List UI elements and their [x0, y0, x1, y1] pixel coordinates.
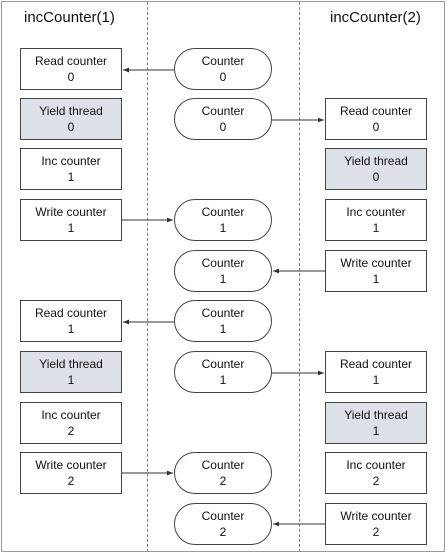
- counter-label: Counter: [201, 306, 245, 320]
- counter-state: Counter 1: [174, 199, 272, 241]
- right-step-value: 1: [372, 373, 380, 387]
- right-step-yield-thread: Yield thread 1: [325, 402, 427, 444]
- right-step-label: Yield thread: [344, 408, 408, 422]
- counter-state: Counter 0: [174, 98, 272, 140]
- counter-state: Counter 1: [174, 351, 272, 393]
- counter-value: 2: [219, 525, 227, 539]
- counter-value: 1: [219, 221, 227, 235]
- right-step-inc-counter: Inc counter 1: [325, 199, 427, 241]
- left-step-label: Yield thread: [39, 104, 103, 118]
- right-step-inc-counter: Inc counter 2: [325, 452, 427, 494]
- right-step-label: Read counter: [339, 104, 413, 118]
- right-step-yield-thread: Yield thread 0: [325, 148, 427, 190]
- counter-label: Counter: [201, 357, 245, 371]
- counter-state: Counter 1: [174, 300, 272, 342]
- left-step-label: Inc counter: [41, 408, 101, 422]
- lane-divider-right: [299, 2, 300, 552]
- right-step-value: 2: [372, 525, 380, 539]
- right-step-label: Inc counter: [346, 458, 406, 472]
- left-step-label: Read counter: [34, 54, 108, 68]
- counter-label: Counter: [201, 256, 245, 270]
- left-step-read-counter: Read counter 1: [20, 300, 122, 342]
- counter-label: Counter: [201, 458, 245, 472]
- left-step-value: 1: [67, 170, 75, 184]
- right-step-label: Read counter: [339, 357, 413, 371]
- right-step-label: Inc counter: [346, 205, 406, 219]
- left-lane-title: incCounter(1): [24, 9, 115, 26]
- left-step-value: 1: [67, 221, 75, 235]
- counter-label: Counter: [201, 205, 245, 219]
- left-step-inc-counter: Inc counter 1: [20, 148, 122, 190]
- right-step-label: Yield thread: [344, 154, 408, 168]
- left-step-write-counter: Write counter 2: [20, 452, 122, 494]
- counter-value: 2: [219, 474, 227, 488]
- left-step-yield-thread: Yield thread 0: [20, 98, 122, 140]
- left-step-inc-counter: Inc counter 2: [20, 402, 122, 444]
- counter-state: Counter 2: [174, 452, 272, 494]
- right-step-write-counter: Write counter 2: [325, 503, 427, 545]
- right-step-label: Write counter: [340, 256, 412, 270]
- counter-state: Counter 2: [174, 503, 272, 545]
- counter-state: Counter 0: [174, 48, 272, 90]
- right-step-value: 0: [372, 170, 380, 184]
- counter-label: Counter: [201, 104, 245, 118]
- right-step-read-counter: Read counter 0: [325, 98, 427, 140]
- counter-value: 1: [219, 373, 227, 387]
- left-step-write-counter: Write counter 1: [20, 199, 122, 241]
- right-step-write-counter: Write counter 1: [325, 250, 427, 292]
- left-step-value: 1: [67, 322, 75, 336]
- lane-divider-left: [147, 2, 148, 552]
- right-step-value: 2: [372, 474, 380, 488]
- right-step-value: 0: [372, 120, 380, 134]
- right-step-label: Write counter: [340, 509, 412, 523]
- counter-value: 1: [219, 272, 227, 286]
- left-step-value: 0: [67, 120, 75, 134]
- right-step-value: 1: [372, 424, 380, 438]
- right-step-read-counter: Read counter 1: [325, 351, 427, 393]
- left-step-label: Yield thread: [39, 357, 103, 371]
- left-step-value: 0: [67, 70, 75, 84]
- left-step-label: Read counter: [34, 306, 108, 320]
- counter-value: 0: [219, 120, 227, 134]
- left-step-read-counter: Read counter 0: [20, 48, 122, 90]
- counter-label: Counter: [201, 54, 245, 68]
- left-step-label: Write counter: [35, 458, 107, 472]
- counter-label: Counter: [201, 509, 245, 523]
- left-step-value: 1: [67, 373, 75, 387]
- left-step-value: 2: [67, 474, 75, 488]
- counter-value: 0: [219, 70, 227, 84]
- right-step-value: 1: [372, 272, 380, 286]
- right-step-value: 1: [372, 221, 380, 235]
- left-step-value: 2: [67, 424, 75, 438]
- counter-value: 1: [219, 322, 227, 336]
- left-step-label: Write counter: [35, 205, 107, 219]
- left-step-label: Inc counter: [41, 154, 101, 168]
- counter-state: Counter 1: [174, 250, 272, 292]
- left-step-yield-thread: Yield thread 1: [20, 351, 122, 393]
- right-lane-title: incCounter(2): [330, 9, 421, 26]
